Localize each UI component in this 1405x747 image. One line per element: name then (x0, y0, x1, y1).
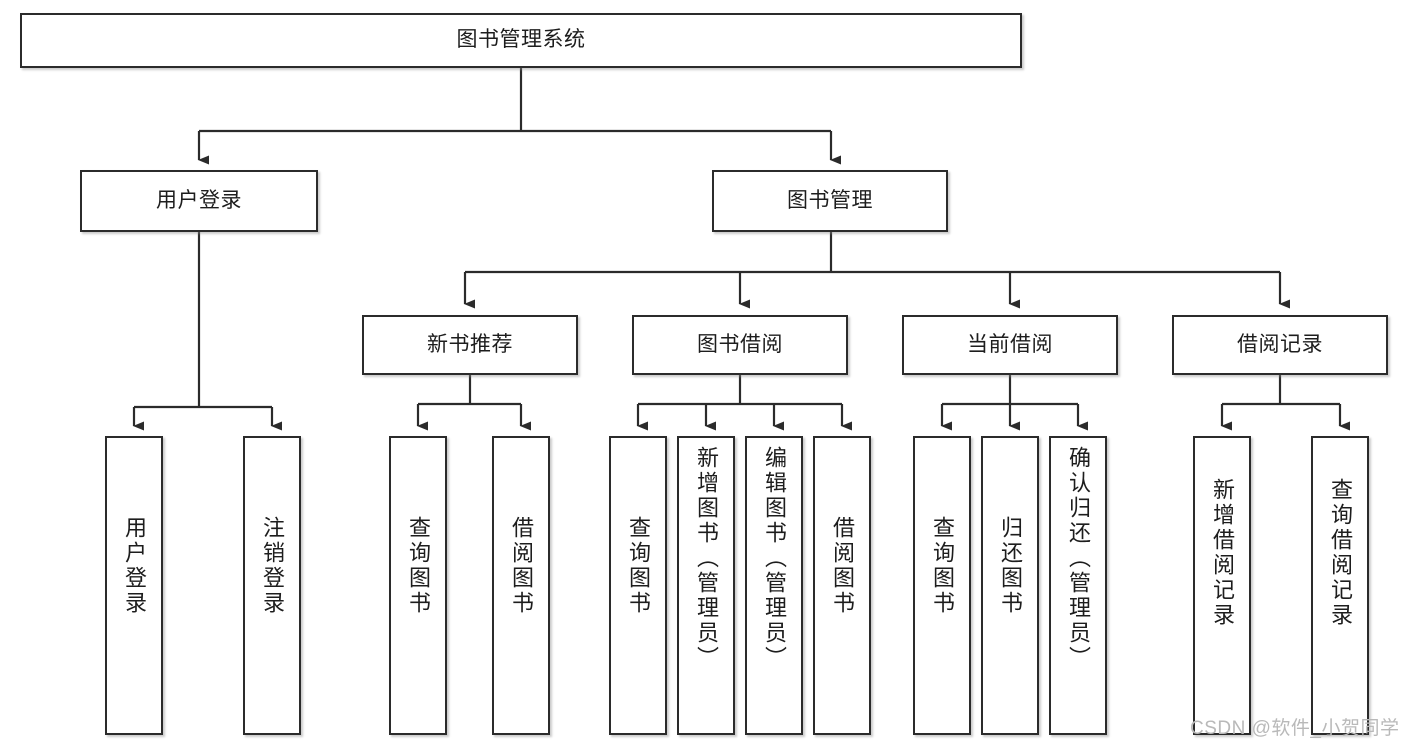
node-label: 编辑图书（管理员） (762, 446, 787, 671)
node-new-book-recommend[interactable]: 新书推荐 (362, 315, 578, 375)
node-label: 新增借阅记录 (1210, 478, 1235, 628)
node-current-borrow[interactable]: 当前借阅 (902, 315, 1118, 375)
leaf-current-borrow-query-book[interactable]: 查询图书 (913, 436, 971, 735)
node-label: 查询图书 (406, 516, 431, 616)
node-label: 借阅图书 (509, 516, 534, 616)
leaf-book-borrow-add-book-admin[interactable]: 新增图书（管理员） (677, 436, 735, 735)
node-label: 借阅记录 (1237, 332, 1323, 356)
node-book-management[interactable]: 图书管理 (712, 170, 948, 232)
node-label: 归还图书 (998, 516, 1023, 616)
leaf-current-borrow-confirm-return-admin[interactable]: 确认归还（管理员） (1049, 436, 1107, 735)
node-label: 确认归还（管理员） (1066, 446, 1091, 671)
leaf-book-borrow-query-book[interactable]: 查询图书 (609, 436, 667, 735)
leaf-new-book-borrow-book[interactable]: 借阅图书 (492, 436, 550, 735)
watermark-text: CSDN @软件_小贺同学 (1190, 718, 1400, 739)
leaf-new-book-query-book[interactable]: 查询图书 (389, 436, 447, 735)
node-label: 借阅图书 (830, 516, 855, 616)
node-label: 图书管理 (787, 188, 873, 212)
node-label: 用户登录 (156, 188, 242, 212)
node-label: 查询图书 (930, 516, 955, 616)
node-label: 当前借阅 (967, 332, 1053, 356)
node-label: 新书推荐 (427, 332, 513, 356)
leaf-borrow-record-query-record[interactable]: 查询借阅记录 (1311, 436, 1369, 735)
node-root-book-management-system[interactable]: 图书管理系统 (20, 13, 1022, 68)
leaf-user-login-login[interactable]: 用户登录 (105, 436, 163, 735)
leaf-current-borrow-return-book[interactable]: 归还图书 (981, 436, 1039, 735)
leaf-book-borrow-borrow-book[interactable]: 借阅图书 (813, 436, 871, 735)
node-borrow-record[interactable]: 借阅记录 (1172, 315, 1388, 375)
node-label: 查询图书 (626, 516, 651, 616)
leaf-borrow-record-add-record[interactable]: 新增借阅记录 (1193, 436, 1251, 735)
node-book-borrow[interactable]: 图书借阅 (632, 315, 848, 375)
node-label: 查询借阅记录 (1328, 478, 1353, 628)
leaf-user-login-logout[interactable]: 注销登录 (243, 436, 301, 735)
leaf-book-borrow-edit-book-admin[interactable]: 编辑图书（管理员） (745, 436, 803, 735)
node-label: 注销登录 (260, 516, 285, 616)
node-user-login[interactable]: 用户登录 (80, 170, 318, 232)
node-label: 新增图书（管理员） (694, 446, 719, 671)
node-label: 图书管理系统 (456, 28, 586, 52)
node-label: 图书借阅 (697, 332, 783, 356)
node-label: 用户登录 (122, 516, 147, 616)
